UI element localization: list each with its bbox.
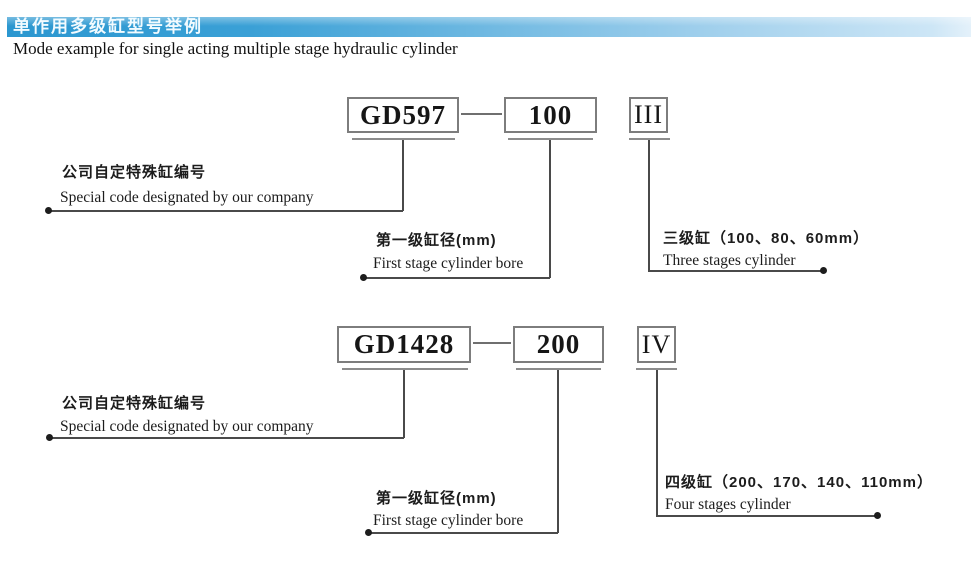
annotation-zh: 三级缸（100、80、60mm） bbox=[663, 230, 870, 247]
annotation-en: Four stages cylinder bbox=[665, 496, 791, 513]
annotation-en: Special code designated by our company bbox=[60, 418, 314, 435]
callout-dot bbox=[820, 267, 827, 274]
callout-line bbox=[50, 437, 404, 439]
annotation-zh: 公司自定特殊缸编号 bbox=[62, 164, 207, 181]
bore-box: 200 bbox=[513, 326, 604, 363]
callout-dot bbox=[46, 434, 53, 441]
underline bbox=[516, 368, 601, 370]
callout-line bbox=[49, 210, 403, 212]
annotation-zh: 公司自定特殊缸编号 bbox=[62, 395, 207, 412]
callout-line bbox=[403, 370, 405, 438]
annotation-en: Special code designated by our company bbox=[60, 189, 314, 206]
callout-line bbox=[656, 515, 878, 517]
annotation-en: First stage cylinder bore bbox=[373, 255, 524, 272]
callout-dot bbox=[365, 529, 372, 536]
stage-box: III bbox=[629, 97, 668, 133]
callout-line bbox=[648, 140, 650, 271]
annotation-zh: 第一级缸径(mm) bbox=[376, 490, 497, 507]
stage-box: IV bbox=[637, 326, 676, 363]
section-subtitle: Mode example for single acting multiple … bbox=[13, 39, 458, 58]
callout-dot bbox=[45, 207, 52, 214]
underline bbox=[352, 138, 455, 140]
callout-line bbox=[557, 370, 559, 533]
callout-dot bbox=[360, 274, 367, 281]
callout-line bbox=[648, 270, 824, 272]
section-title: 单作用多级缸型号举例 bbox=[13, 17, 203, 36]
underline bbox=[636, 368, 677, 370]
underline bbox=[629, 138, 670, 140]
section-header-bar bbox=[7, 17, 971, 37]
callout-line bbox=[402, 140, 404, 211]
callout-line bbox=[363, 277, 550, 279]
model-code-box: GD597 bbox=[347, 97, 459, 133]
annotation-zh: 第一级缸径(mm) bbox=[376, 232, 497, 249]
annotation-zh: 四级缸（200、170、140、110mm） bbox=[665, 474, 933, 491]
connector-dash bbox=[473, 342, 511, 344]
underline bbox=[342, 368, 468, 370]
bore-box: 100 bbox=[504, 97, 597, 133]
callout-line bbox=[549, 140, 551, 278]
annotation-en: Three stages cylinder bbox=[663, 252, 796, 269]
connector-dash bbox=[461, 113, 502, 115]
callout-dot bbox=[874, 512, 881, 519]
annotation-en: First stage cylinder bore bbox=[373, 512, 524, 529]
underline bbox=[508, 138, 593, 140]
callout-line bbox=[368, 532, 558, 534]
callout-line bbox=[656, 370, 658, 516]
model-code-box: GD1428 bbox=[337, 326, 471, 363]
